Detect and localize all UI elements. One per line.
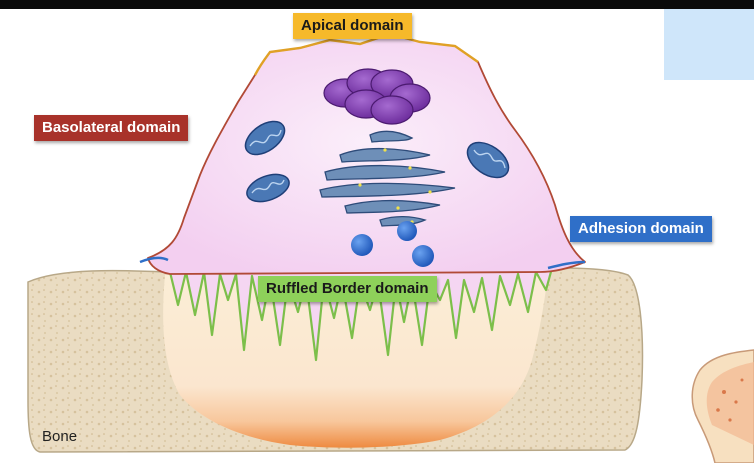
vesicle-icon [412,245,434,267]
apical-domain-label: Apical domain [293,13,412,39]
adhesion-edge-left [139,256,169,264]
basolateral-domain-label: Basolateral domain [34,115,189,141]
bone-icon [691,349,754,463]
adhesion-domain-label: Adhesion domain [570,216,712,242]
corner-panel [664,9,754,80]
nucleus-icon [323,68,431,125]
mitochondrion-icon [244,120,286,156]
golgi-icon [319,130,456,227]
golgi-vesicles [358,148,432,224]
ruffled-border-domain-label: Ruffled Border domain [258,276,437,302]
vesicle-icon [351,234,373,256]
adhesion-edge-right [547,260,586,270]
resorption-lacuna [163,272,548,448]
vesicle-icon [397,221,417,241]
bone-label: Bone [42,428,78,445]
mitochondrion-icon [246,173,290,203]
mitochondrion-icon [466,141,510,179]
top-bar [0,0,754,9]
